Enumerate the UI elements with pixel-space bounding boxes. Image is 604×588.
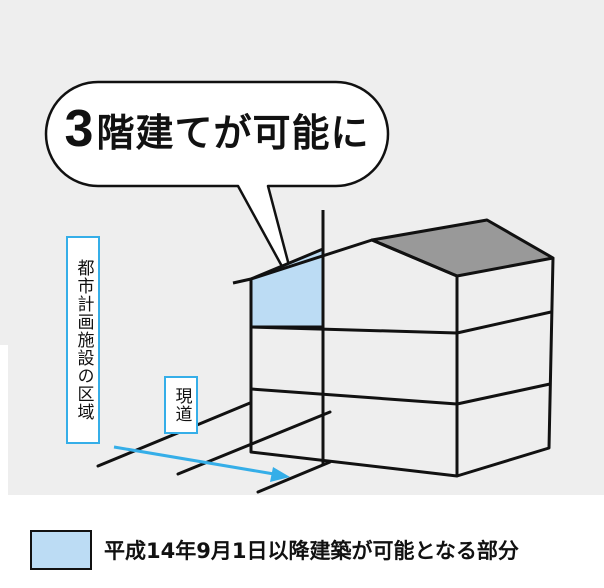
road-label-box: 現道 [164,376,198,434]
road-label: 現道 [171,387,192,423]
road-lines [96,401,332,494]
callout-label: 階建てが可能に [96,110,370,155]
callout-text: 3 階建てが可能に [56,100,378,158]
speech-bubble [44,80,390,294]
blue-arrow [113,445,290,482]
house [232,210,555,478]
legend-text: 平成14年9月1日以降建築が可能となる部分 [104,539,519,563]
legend-swatch [30,530,92,570]
legend: 平成14年9月1日以降建築が可能となる部分 [30,528,519,572]
background-panel-lower [8,345,604,495]
callout-number: 3 [64,100,95,158]
district-label-box: 都市計画施設の区域 [66,236,100,444]
district-label: 都市計画施設の区域 [73,259,94,421]
